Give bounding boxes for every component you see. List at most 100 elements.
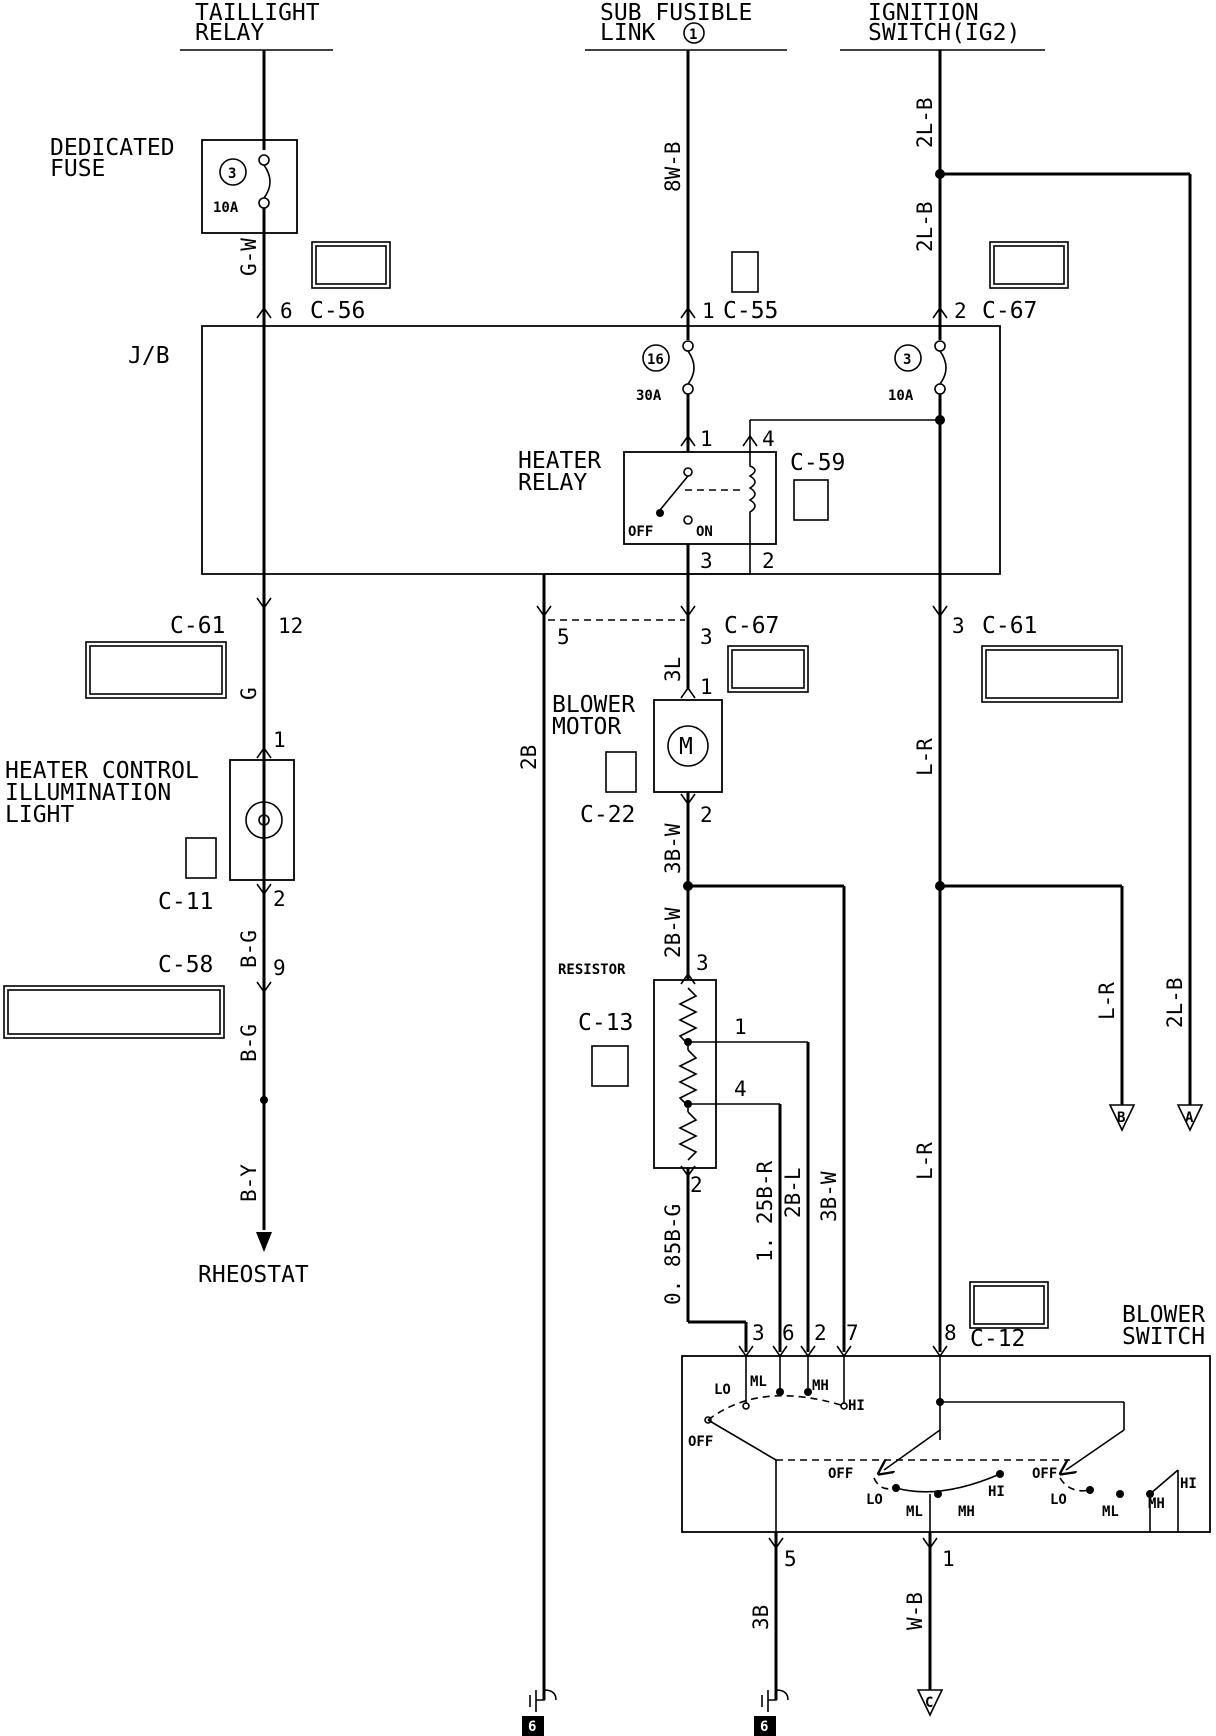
c58-connector-grid (3, 985, 225, 1039)
svg-text:2B: 2B (517, 745, 541, 770)
heater-control-illumination-light: HEATER CONTROL ILLUMINATION LIGHT 1 2 (5, 728, 295, 911)
fuse-16-30a: 16 30A (636, 340, 695, 404)
svg-text:12: 12 (278, 614, 303, 638)
c11-connector-grid (185, 837, 217, 879)
svg-text:HI: HI (848, 1398, 865, 1414)
svg-text:M: M (679, 734, 693, 760)
svg-text:1: 1 (700, 427, 713, 451)
svg-text:B-Y: B-Y (237, 1164, 261, 1202)
svg-text:OFF: OFF (828, 1466, 853, 1482)
svg-text:1: 1 (689, 27, 697, 43)
svg-text:6: 6 (528, 1719, 536, 1735)
svg-text:FUSE: FUSE (50, 156, 105, 182)
svg-text:2L-B: 2L-B (913, 97, 937, 148)
svg-text:16: 16 (647, 352, 664, 368)
svg-text:C-22: C-22 (580, 802, 635, 828)
svg-text:HI: HI (988, 1484, 1005, 1500)
svg-text:SWITCH: SWITCH (1122, 1324, 1205, 1350)
blower-switch: BLOWER SWITCH 3 6 2 7 8 C-12 LO ML MH HI… (681, 1281, 1211, 1571)
svg-text:3: 3 (752, 1321, 765, 1345)
junction-block: J/B (128, 325, 1001, 575)
svg-text:1. 25B-R: 1. 25B-R (753, 1160, 777, 1262)
c56-label: C-56 (310, 298, 365, 324)
c67-mid-connector-grid (727, 645, 809, 693)
dedicated-fuse: DEDICATED FUSE 3 10A (50, 135, 298, 234)
svg-text:2: 2 (954, 299, 967, 323)
c67-top-connector-grid (989, 241, 1069, 289)
svg-text:C-12: C-12 (970, 1326, 1025, 1352)
svg-text:5: 5 (784, 1547, 797, 1571)
svg-text:C: C (925, 1695, 933, 1711)
svg-text:LO: LO (714, 1382, 731, 1398)
svg-text:ML: ML (906, 1504, 923, 1520)
svg-text:MOTOR: MOTOR (552, 714, 621, 740)
svg-text:3B-W: 3B-W (817, 1171, 841, 1222)
c13-connector-grid (591, 1045, 629, 1087)
svg-text:C-58: C-58 (158, 952, 213, 978)
svg-text:1: 1 (734, 1015, 747, 1039)
svg-text:J/B: J/B (128, 343, 170, 369)
svg-text:LO: LO (866, 1492, 883, 1508)
svg-text:RELAY: RELAY (518, 470, 587, 496)
svg-text:RESISTOR: RESISTOR (558, 962, 626, 978)
svg-text:BLOWER: BLOWER (1122, 1302, 1205, 1328)
c61-left-connector-grid (85, 641, 227, 699)
svg-text:3: 3 (952, 614, 965, 638)
svg-text:1: 1 (273, 728, 286, 752)
svg-text:BLOWER: BLOWER (552, 692, 635, 718)
svg-text:G-W: G-W (237, 238, 261, 276)
c61-right-connector-grid (981, 645, 1123, 703)
ground-2b: 6 (522, 1689, 557, 1736)
svg-text:3: 3 (903, 352, 911, 368)
svg-text:4: 4 (762, 427, 775, 451)
svg-text:G: G (237, 687, 261, 700)
svg-text:ML: ML (1102, 1504, 1119, 1520)
svg-text:OFF: OFF (688, 1434, 713, 1450)
svg-text:HI: HI (1180, 1476, 1197, 1492)
svg-text:B-G: B-G (237, 930, 261, 968)
svg-text:5: 5 (557, 625, 570, 649)
svg-text:7: 7 (846, 1321, 859, 1345)
svg-text:MH: MH (958, 1504, 975, 1520)
svg-text:2L-B: 2L-B (913, 201, 937, 252)
c56-connector-grid (311, 241, 391, 289)
c59-connector-grid (793, 479, 829, 521)
sub-fusible-link-label: SUB FUSIBLE LINK 1 (585, 0, 787, 51)
svg-text:SWITCH(IG2): SWITCH(IG2) (868, 20, 1020, 46)
svg-text:4: 4 (734, 1077, 747, 1101)
svg-text:B: B (1117, 1110, 1125, 1126)
svg-text:C-67: C-67 (982, 298, 1037, 324)
svg-text:3L: 3L (661, 657, 685, 682)
svg-text:DEDICATED: DEDICATED (50, 135, 175, 161)
svg-text:L-R: L-R (913, 738, 937, 776)
svg-text:W-B: W-B (903, 1592, 927, 1630)
svg-text:C-59: C-59 (790, 450, 845, 476)
svg-text:C-11: C-11 (158, 889, 213, 915)
c12-connector-grid (969, 1281, 1049, 1329)
svg-text:ON: ON (696, 524, 713, 540)
svg-text:2: 2 (273, 887, 286, 911)
svg-text:LIGHT: LIGHT (5, 802, 74, 828)
svg-text:1: 1 (700, 675, 713, 699)
svg-text:3B-W: 3B-W (661, 823, 685, 874)
svg-text:ML: ML (750, 1374, 767, 1390)
svg-text:TAILLIGHT: TAILLIGHT (195, 0, 320, 26)
fuse-3-10a-jb: 3 10A (888, 340, 947, 404)
svg-text:2B-L: 2B-L (781, 1167, 805, 1218)
svg-text:10A: 10A (888, 388, 914, 404)
svg-text:L-R: L-R (913, 1142, 937, 1180)
svg-text:SUB FUSIBLE: SUB FUSIBLE (600, 0, 752, 26)
svg-text:6: 6 (760, 1719, 768, 1735)
svg-text:8: 8 (944, 1321, 957, 1345)
svg-text:C-67: C-67 (724, 613, 779, 639)
svg-text:C-61: C-61 (170, 613, 225, 639)
svg-text:2L-B: 2L-B (1163, 977, 1187, 1028)
c22-connector-grid (605, 751, 637, 793)
svg-text:LINK: LINK (600, 20, 656, 46)
svg-text:30A: 30A (636, 388, 662, 404)
svg-text:L-R: L-R (1095, 982, 1119, 1020)
svg-text:C-61: C-61 (982, 613, 1037, 639)
svg-text:3: 3 (696, 951, 709, 975)
svg-text:MH: MH (812, 1378, 829, 1394)
svg-text:ILLUMINATION: ILLUMINATION (5, 780, 171, 806)
